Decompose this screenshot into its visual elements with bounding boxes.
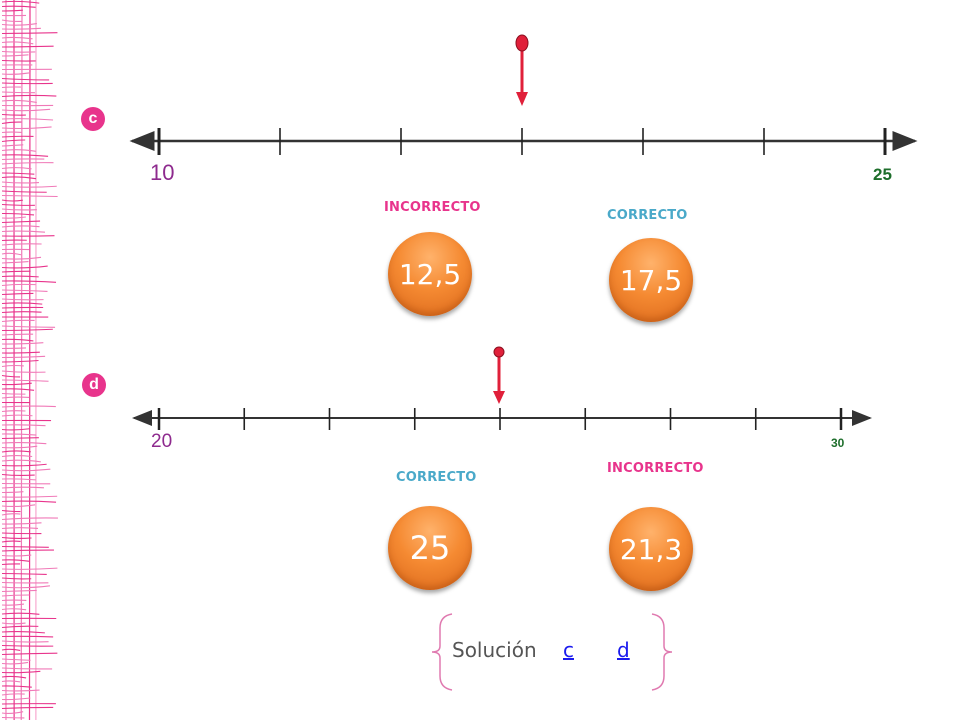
number-line-d-start-label: 20 <box>151 431 173 452</box>
number-line-d <box>132 408 872 430</box>
solution-left-brace <box>431 613 453 691</box>
option-c2-value: 17,5 <box>619 263 683 297</box>
pointer-d-tip <box>493 391 505 404</box>
option-c1-button[interactable]: 12,5 <box>388 232 472 316</box>
exercise-c-badge: c <box>81 107 105 131</box>
option-d2-status: INCORRECTO <box>607 461 704 476</box>
solution-right-brace <box>651 613 673 691</box>
pointer-d <box>493 346 505 404</box>
option-d1-status: CORRECTO <box>396 470 477 485</box>
option-c2-status: CORRECTO <box>607 208 688 223</box>
option-c1-value: 12,5 <box>398 257 462 291</box>
pointer-c-tip <box>516 92 528 106</box>
pointer-d-head <box>493 346 505 358</box>
solution-link-d[interactable]: d <box>617 638 630 662</box>
solution-link-c[interactable]: c <box>563 638 574 662</box>
number-line-d-end-label: 30 <box>831 436 845 450</box>
option-d2-button[interactable]: 21,3 <box>609 507 693 591</box>
decorative-fringe <box>1 0 58 720</box>
pointer-c-head <box>515 34 529 52</box>
number-line-c-start-label: 10 <box>150 160 175 185</box>
option-c1-status: INCORRECTO <box>384 200 481 215</box>
option-d1-button[interactable]: 25 <box>388 506 472 590</box>
solution-label: Solución <box>452 638 537 662</box>
option-d1-value: 25 <box>409 529 451 567</box>
option-d2-value: 21,3 <box>619 532 683 566</box>
number-line-c <box>129 128 918 155</box>
pointer-c <box>515 34 529 106</box>
exercise-d-badge: d <box>82 373 106 397</box>
option-c2-button[interactable]: 17,5 <box>609 238 693 322</box>
number-line-c-end-label: 25 <box>873 165 892 184</box>
